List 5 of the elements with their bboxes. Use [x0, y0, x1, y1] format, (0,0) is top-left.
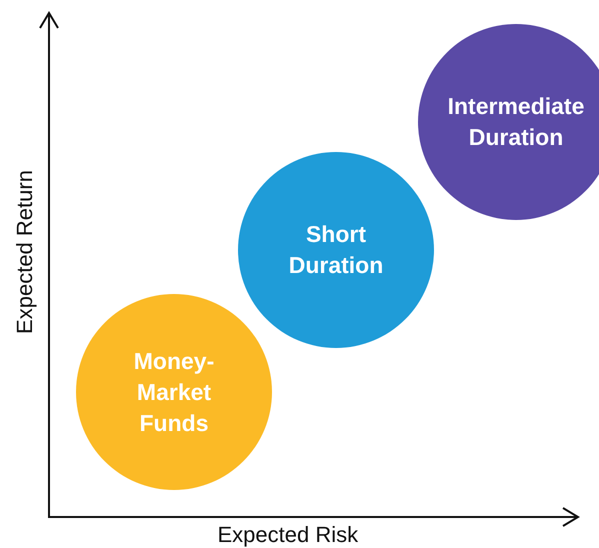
category-circle: Short Duration — [238, 152, 434, 348]
axis-title: Expected Risk — [218, 522, 358, 548]
axis-title: Expected Return — [12, 170, 38, 334]
category-circle: Money-Market Funds — [76, 294, 272, 490]
category-circle: Intermediate Duration — [418, 24, 599, 220]
